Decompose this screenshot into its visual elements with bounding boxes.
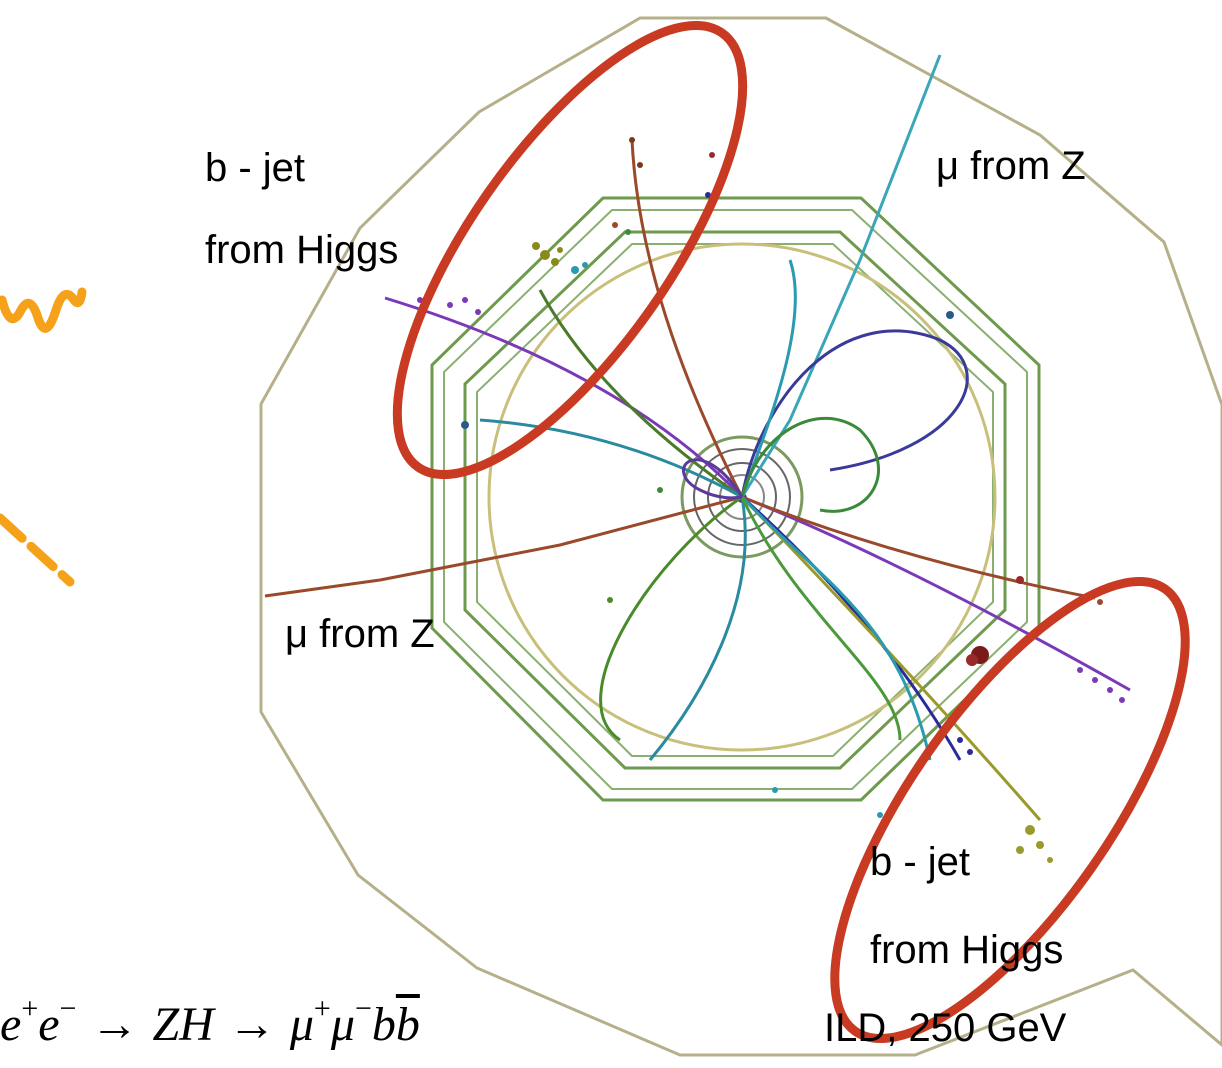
track-navy-loop (740, 329, 969, 498)
formula-arrow-1: → (90, 998, 139, 1051)
track-green-lower-arc (599, 495, 743, 742)
formula-mu2: μ (330, 998, 355, 1051)
calorimeter-octagon-innermost (476, 243, 994, 757)
formula-mu2-sup: − (354, 992, 372, 1025)
track-green-loop (740, 416, 880, 513)
muon-left-label: μ from Z (285, 612, 435, 656)
process-formula: e+e−→ZH→μ+μ−bb (0, 992, 420, 1052)
jet-ellipse-bottom (830, 577, 1190, 1043)
track-navy-lower (741, 495, 962, 761)
formula-e2: e (38, 998, 60, 1051)
vertex-ring-outer (680, 435, 804, 559)
formula-e1-sup: + (21, 992, 39, 1025)
muon-top-label: μ from Z (936, 144, 1086, 188)
track-green-upper (538, 289, 743, 499)
track-green-lower-2 (740, 496, 902, 741)
calorimeter-octagon-inner (463, 230, 1007, 770)
track-teal-lower-1 (648, 496, 747, 761)
track-teal-lower-2 (740, 495, 932, 761)
formula-e1: e (0, 998, 22, 1051)
track-olive-lower (740, 495, 1042, 821)
calorimeter-octagon-mid (443, 209, 1028, 790)
muon-track-left (264, 495, 743, 598)
hits-upper-jet (417, 137, 723, 493)
vertex-ring-mid (693, 448, 791, 546)
tracker-boundary (487, 242, 997, 752)
formula-arrow-2: → (227, 998, 276, 1051)
formula-b: b (371, 998, 396, 1051)
bjet-top-label-line1: b - jet (205, 146, 306, 190)
orange-dashed-line (0, 513, 75, 587)
bjet-bottom-label-line2: from Higgs (870, 928, 1064, 972)
calorimeter-octagon-outer (430, 196, 1041, 802)
jet-ellipse-top (392, 20, 748, 480)
track-brown-upper (630, 139, 744, 498)
muon-track-top (740, 54, 942, 498)
outer-detector-boundary (259, 16, 1222, 1057)
vertex-ring-inner (707, 462, 777, 532)
formula-bbar: b (395, 998, 420, 1051)
detector-info-label: ILD, 250 GeV (824, 1006, 1067, 1050)
bjet-top-label-line2: from Higgs (205, 228, 399, 272)
track-brown-lower (741, 495, 1096, 600)
formula-mu1: μ (289, 998, 314, 1051)
formula-mu1-sup: + (313, 992, 331, 1025)
track-purple-small-loop (682, 458, 744, 500)
formula-e2-sup: − (59, 992, 77, 1025)
orange-wavy-line (0, 287, 87, 333)
track-teal-upper (479, 418, 743, 499)
hits-lower-jet (607, 311, 1125, 863)
formula-zh: ZH (152, 998, 214, 1051)
bjet-bottom-label-line1: b - jet (870, 840, 971, 884)
